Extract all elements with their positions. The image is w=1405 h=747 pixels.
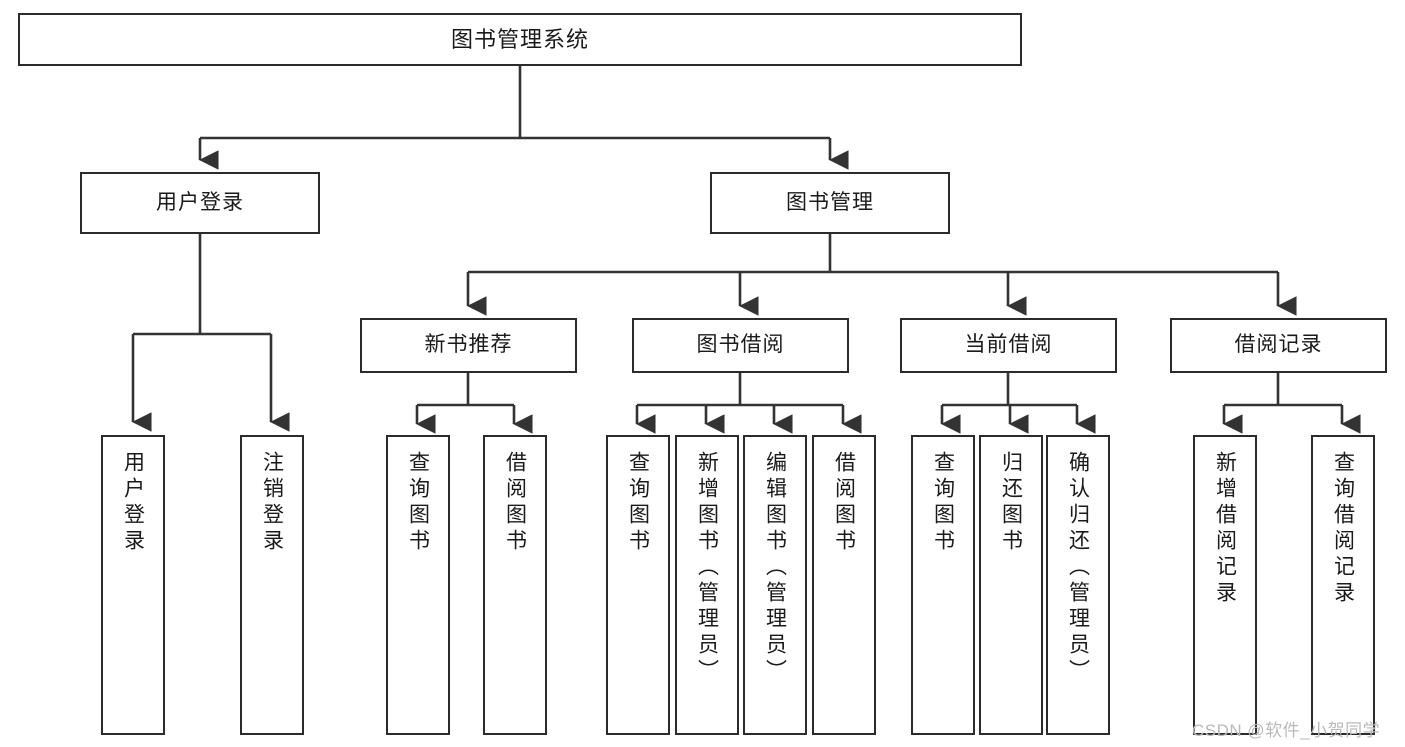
node-leaf-logout-login-label: 注销登录 bbox=[260, 451, 284, 555]
node-leaf-return-book-label: 归还图书 bbox=[999, 451, 1023, 555]
node-book-borrow[interactable]: 图书借阅 bbox=[632, 318, 849, 373]
node-leaf-edit-book-admin-label: 编辑图书（管理员） bbox=[763, 451, 787, 685]
csdn-watermark: CSDN @软件_小贺同学 bbox=[1192, 721, 1381, 740]
node-leaf-add-borrow-record-label: 新增借阅记录 bbox=[1213, 451, 1237, 607]
node-leaf-user-login-label: 用户登录 bbox=[121, 451, 145, 555]
node-leaf-edit-book-admin[interactable]: 编辑图书（管理员） bbox=[743, 435, 807, 735]
node-leaf-query-borrow-record-label: 查询借阅记录 bbox=[1331, 451, 1355, 607]
node-root-label: 图书管理系统 bbox=[450, 26, 589, 52]
node-borrow-record-label: 借阅记录 bbox=[1234, 333, 1323, 357]
node-user-login[interactable]: 用户登录 bbox=[80, 172, 320, 234]
node-root[interactable]: 图书管理系统 bbox=[18, 13, 1022, 66]
node-leaf-user-login[interactable]: 用户登录 bbox=[101, 435, 165, 735]
node-leaf-add-book-admin-label: 新增图书（管理员） bbox=[695, 451, 719, 685]
node-user-login-label: 用户登录 bbox=[156, 190, 244, 214]
node-leaf-query-book-1[interactable]: 查询图书 bbox=[386, 435, 450, 735]
node-leaf-borrow-book-1[interactable]: 借阅图书 bbox=[483, 435, 547, 735]
node-book-borrow-label: 图书借阅 bbox=[696, 333, 785, 357]
node-leaf-query-book-2[interactable]: 查询图书 bbox=[606, 435, 670, 735]
node-leaf-query-book-1-label: 查询图书 bbox=[406, 451, 430, 555]
node-leaf-confirm-return-admin[interactable]: 确认归还（管理员） bbox=[1046, 435, 1110, 735]
node-leaf-confirm-return-admin-label: 确认归还（管理员） bbox=[1066, 451, 1090, 685]
node-leaf-query-book-3[interactable]: 查询图书 bbox=[911, 435, 975, 735]
node-new-book-recommend[interactable]: 新书推荐 bbox=[360, 318, 577, 373]
node-leaf-add-book-admin[interactable]: 新增图书（管理员） bbox=[675, 435, 739, 735]
node-current-borrow-label: 当前借阅 bbox=[964, 333, 1053, 357]
node-book-management[interactable]: 图书管理 bbox=[710, 172, 950, 234]
node-leaf-return-book[interactable]: 归还图书 bbox=[979, 435, 1043, 735]
node-current-borrow[interactable]: 当前借阅 bbox=[900, 318, 1117, 373]
node-book-management-label: 图书管理 bbox=[786, 190, 874, 214]
node-leaf-query-book-2-label: 查询图书 bbox=[626, 451, 650, 555]
node-leaf-add-borrow-record[interactable]: 新增借阅记录 bbox=[1193, 435, 1257, 735]
node-new-book-recommend-label: 新书推荐 bbox=[424, 333, 513, 357]
node-leaf-borrow-book-2-label: 借阅图书 bbox=[832, 451, 856, 555]
node-leaf-query-borrow-record[interactable]: 查询借阅记录 bbox=[1311, 435, 1375, 735]
node-leaf-borrow-book-2[interactable]: 借阅图书 bbox=[812, 435, 876, 735]
node-leaf-logout-login[interactable]: 注销登录 bbox=[240, 435, 304, 735]
node-borrow-record[interactable]: 借阅记录 bbox=[1170, 318, 1387, 373]
node-leaf-borrow-book-1-label: 借阅图书 bbox=[503, 451, 527, 555]
node-leaf-query-book-3-label: 查询图书 bbox=[931, 451, 955, 555]
